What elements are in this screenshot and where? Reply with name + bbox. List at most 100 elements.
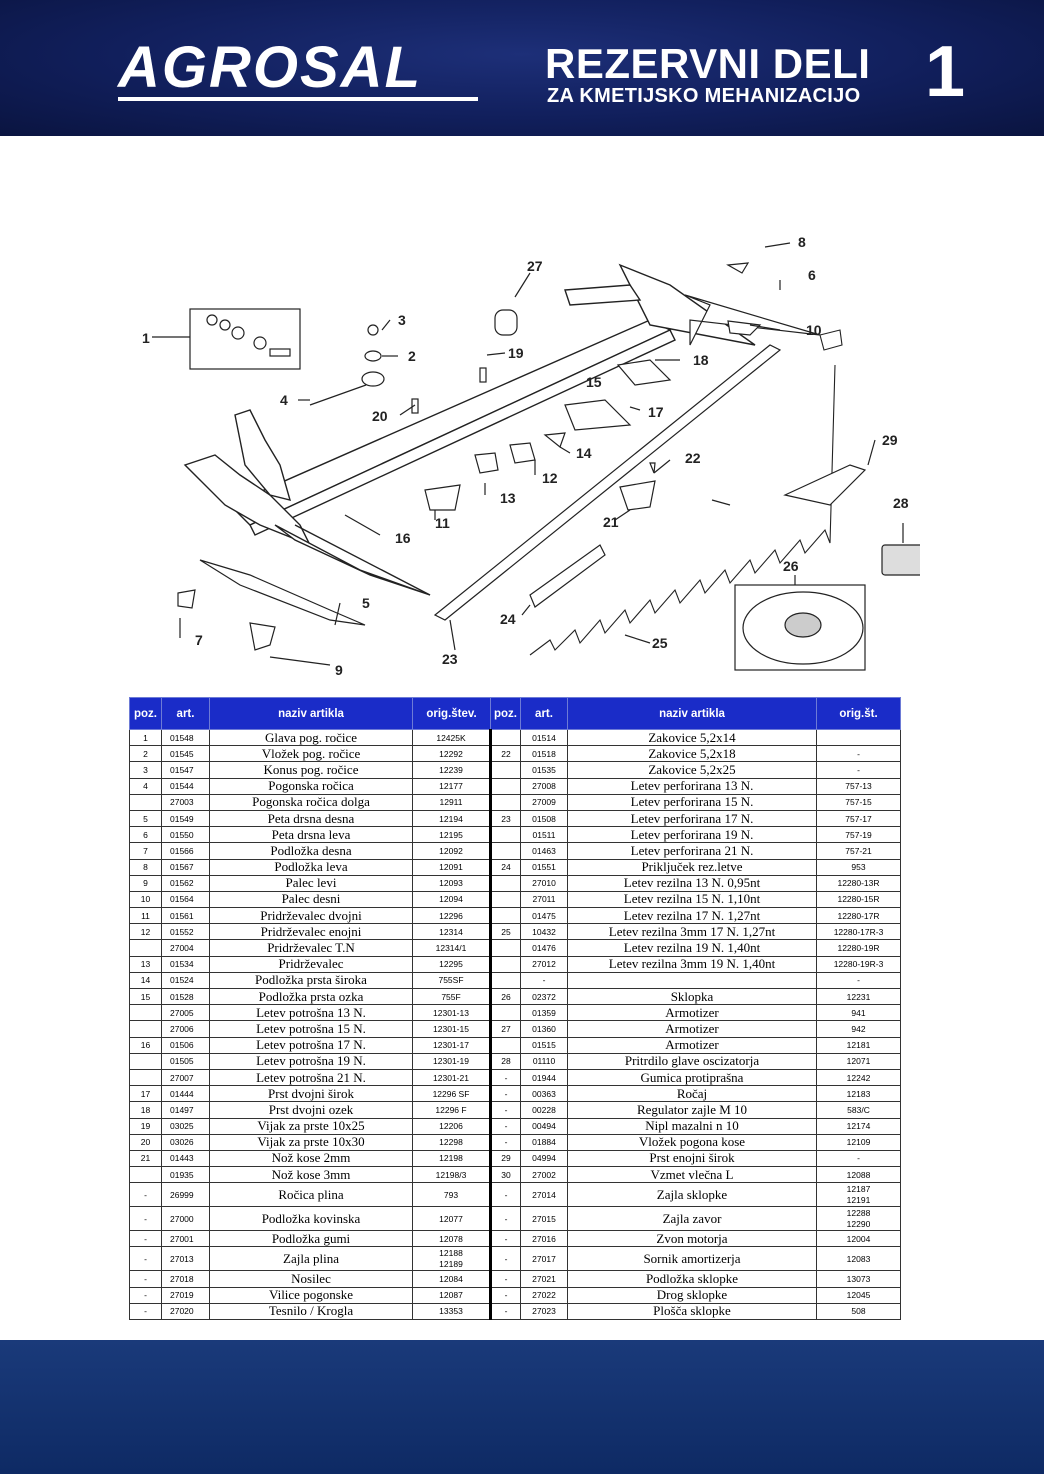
cell-name: Pogonska ročica dolga bbox=[209, 793, 413, 811]
cell-poz: - bbox=[129, 1230, 162, 1248]
cell-art-right: 01518 bbox=[520, 745, 568, 763]
cell-name: Palec desni bbox=[209, 890, 413, 909]
serrated-knife bbox=[529, 329, 843, 656]
cell-orig: 12206 bbox=[412, 1117, 492, 1135]
perforated-strip bbox=[433, 344, 782, 621]
cell-poz: 9 bbox=[129, 874, 162, 892]
cell-art: 01564 bbox=[161, 890, 210, 909]
cell-art: 27006 bbox=[161, 1020, 210, 1038]
cell-name-right: Pritrdilo glave oscizatorja bbox=[567, 1052, 817, 1070]
cell-name-right: Priključek rez.letve bbox=[567, 858, 817, 876]
cell-name-right: Letev rezilna 17 N. 1,27nt bbox=[567, 907, 817, 925]
cell-orig: 12301-13 bbox=[412, 1004, 492, 1022]
cell-name: Letev potrošna 21 N. bbox=[209, 1068, 413, 1087]
cell-art: 27000 bbox=[161, 1206, 210, 1232]
cell-poz: 1 bbox=[129, 728, 162, 747]
cell-art: 03025 bbox=[161, 1117, 210, 1135]
col-naziv-right: naziv artikla bbox=[567, 697, 817, 730]
cell-poz-right bbox=[490, 955, 521, 973]
cell-name-right: Drog sklopke bbox=[567, 1286, 817, 1304]
cell-art: 01544 bbox=[161, 777, 210, 795]
cell-name: Ročica plina bbox=[209, 1182, 413, 1208]
callout-15: 15 bbox=[586, 374, 602, 390]
cell-art-right: 01475 bbox=[520, 907, 568, 925]
cell-poz bbox=[129, 1052, 162, 1070]
cell-art-right: 27012 bbox=[520, 955, 568, 973]
callout-26: 26 bbox=[783, 558, 799, 574]
cell-poz: 21 bbox=[129, 1149, 162, 1168]
cell-poz bbox=[129, 1068, 162, 1087]
cell-orig-line: 12288 bbox=[846, 1207, 871, 1218]
cell-poz: - bbox=[129, 1270, 162, 1288]
cell-art-right: 01110 bbox=[520, 1052, 568, 1070]
col-poz: poz. bbox=[129, 697, 162, 730]
small-parts bbox=[177, 262, 931, 671]
exploded-view-drawing: 1 2 3 4 5 6 7 8 9 10 11 12 13 14 15 16 1… bbox=[142, 234, 931, 678]
cell-orig: 12296 SF bbox=[412, 1085, 492, 1103]
cell-orig: 12084 bbox=[412, 1270, 492, 1288]
cell-poz: 10 bbox=[129, 890, 162, 909]
cell-orig: 12198/3 bbox=[412, 1166, 492, 1184]
col-naziv: naziv artikla bbox=[209, 697, 413, 730]
cell-name-right: Armotizer bbox=[567, 1004, 817, 1022]
cell-poz-right: - bbox=[490, 1133, 521, 1151]
cell-name: Nosilec bbox=[209, 1270, 413, 1288]
cell-art-right: 01515 bbox=[520, 1036, 568, 1054]
cell-art-right: 01360 bbox=[520, 1020, 568, 1038]
cell-name-right: Armotizer bbox=[567, 1020, 817, 1038]
cell-orig-right: 12109 bbox=[816, 1133, 901, 1151]
cell-poz bbox=[129, 1004, 162, 1022]
cell-orig-right: - bbox=[816, 1149, 901, 1168]
cell-art-right: 00363 bbox=[520, 1085, 568, 1103]
callout-14: 14 bbox=[576, 445, 592, 461]
cell-orig-line: 12187 bbox=[846, 1183, 871, 1194]
cell-orig: 12093 bbox=[412, 874, 492, 892]
cell-name-right: Letev perforirana 19 N. bbox=[567, 826, 817, 844]
cell-poz-right bbox=[490, 761, 521, 779]
cell-name: Pogonska ročica bbox=[209, 777, 413, 795]
cell-name-right: Zajla zavor bbox=[567, 1206, 817, 1232]
callout-19: 19 bbox=[508, 345, 524, 361]
cell-orig-right bbox=[816, 728, 901, 747]
cell-name-right: Zakovice 5,2x18 bbox=[567, 745, 817, 763]
page-title: REZERVNI DELI bbox=[545, 40, 871, 87]
cell-art: 01566 bbox=[161, 842, 210, 860]
cell-name-right: Zvon motorja bbox=[567, 1230, 817, 1248]
cell-poz-right: 22 bbox=[490, 745, 521, 763]
cell-orig-right: 12231 bbox=[816, 987, 901, 1006]
cell-name-right: Letev rezilna 3mm 19 N. 1,40nt bbox=[567, 955, 817, 973]
cell-name-right bbox=[567, 971, 817, 990]
cell-art-right: 01944 bbox=[520, 1068, 568, 1087]
cell-orig: 12094 bbox=[412, 890, 492, 909]
cell-art-right: 27023 bbox=[520, 1302, 568, 1321]
cell-art-right: 27017 bbox=[520, 1246, 568, 1272]
cell-art-right: 27016 bbox=[520, 1230, 568, 1248]
cell-orig-line: 12188 bbox=[439, 1247, 463, 1258]
cell-poz-right: - bbox=[490, 1182, 521, 1208]
cell-orig: 12314/1 bbox=[412, 939, 492, 957]
cell-poz: 13 bbox=[129, 955, 162, 973]
cell-poz: - bbox=[129, 1206, 162, 1232]
cell-art-right: 00494 bbox=[520, 1117, 568, 1135]
cell-art-right: 27010 bbox=[520, 874, 568, 892]
cell-orig-right: 757-19 bbox=[816, 826, 901, 844]
cell-orig-right: 12088 bbox=[816, 1166, 901, 1184]
cell-poz: 20 bbox=[129, 1133, 162, 1151]
cell-name-right: Letev rezilna 13 N. 0,95nt bbox=[567, 874, 817, 892]
cell-name: Letev potrošna 19 N. bbox=[209, 1052, 413, 1070]
cell-poz: - bbox=[129, 1302, 162, 1321]
cell-orig-right: 12280-13R bbox=[816, 874, 901, 892]
cell-name: Vijak za prste 10x25 bbox=[209, 1117, 413, 1135]
callout-29: 29 bbox=[882, 432, 898, 448]
cell-orig-right: - bbox=[816, 745, 901, 763]
cell-orig-right: 941 bbox=[816, 1004, 901, 1022]
cell-orig: 793 bbox=[412, 1182, 492, 1208]
cell-art-right: 10432 bbox=[520, 923, 568, 941]
